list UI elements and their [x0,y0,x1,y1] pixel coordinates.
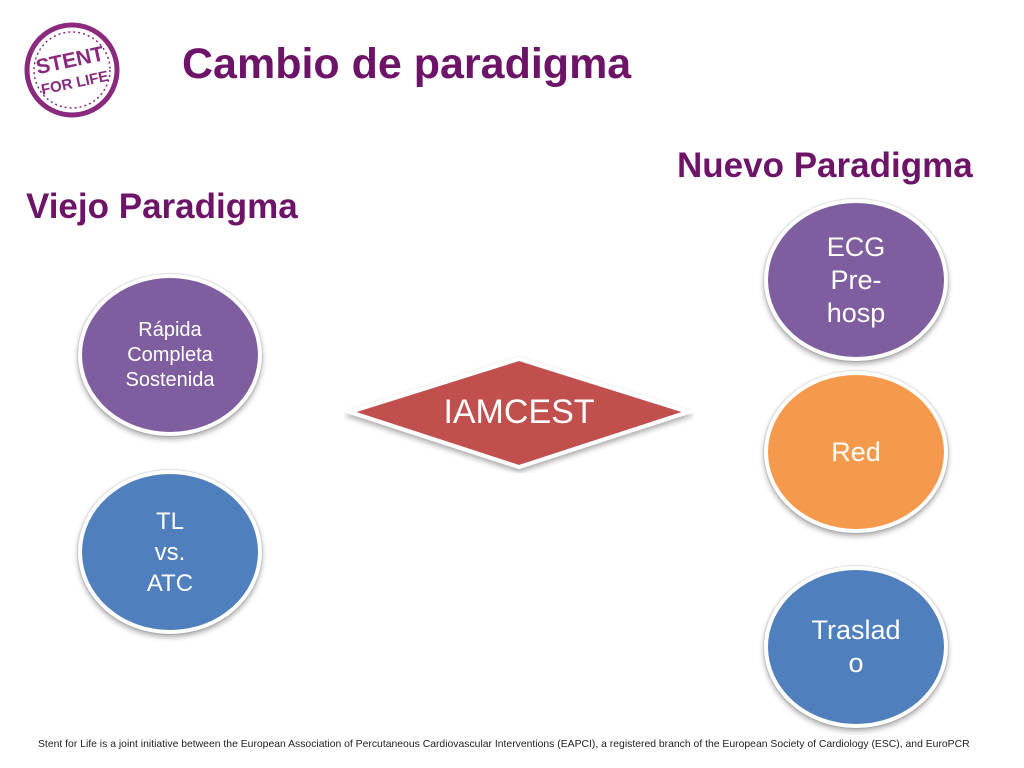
node-label: ECG Pre- hosp [826,231,886,328]
stent-for-life-logo-icon: STENT FOR LIFE [24,22,120,118]
node-label: Traslad o [811,615,901,678]
diamond-shape [344,356,694,470]
node-tl-vs-atc: TL vs. ATC [78,470,262,634]
node-traslado: Traslad o [764,566,948,728]
footer-disclaimer: Stent for Life is a joint initiative bet… [38,739,970,750]
node-label: TL vs. ATC [146,507,194,597]
slide-title: Cambio de paradigma [182,40,632,88]
node-iamcest: IAMCEST [344,355,694,473]
stent-for-life-logo: STENT FOR LIFE [22,20,122,120]
heading-old-paradigm: Viejo Paradigma [26,187,298,226]
node-label: IAMCEST [443,393,595,431]
node-label: Red [831,436,881,467]
node-red: Red [764,371,948,533]
node-ecg-pre-hosp: ECG Pre- hosp [764,199,948,361]
node-label: Rápida Completa Sostenida [125,318,215,391]
node-rapida-completa-sostenida: Rápida Completa Sostenida [78,274,262,436]
heading-new-paradigm: Nuevo Paradigma [677,146,973,185]
